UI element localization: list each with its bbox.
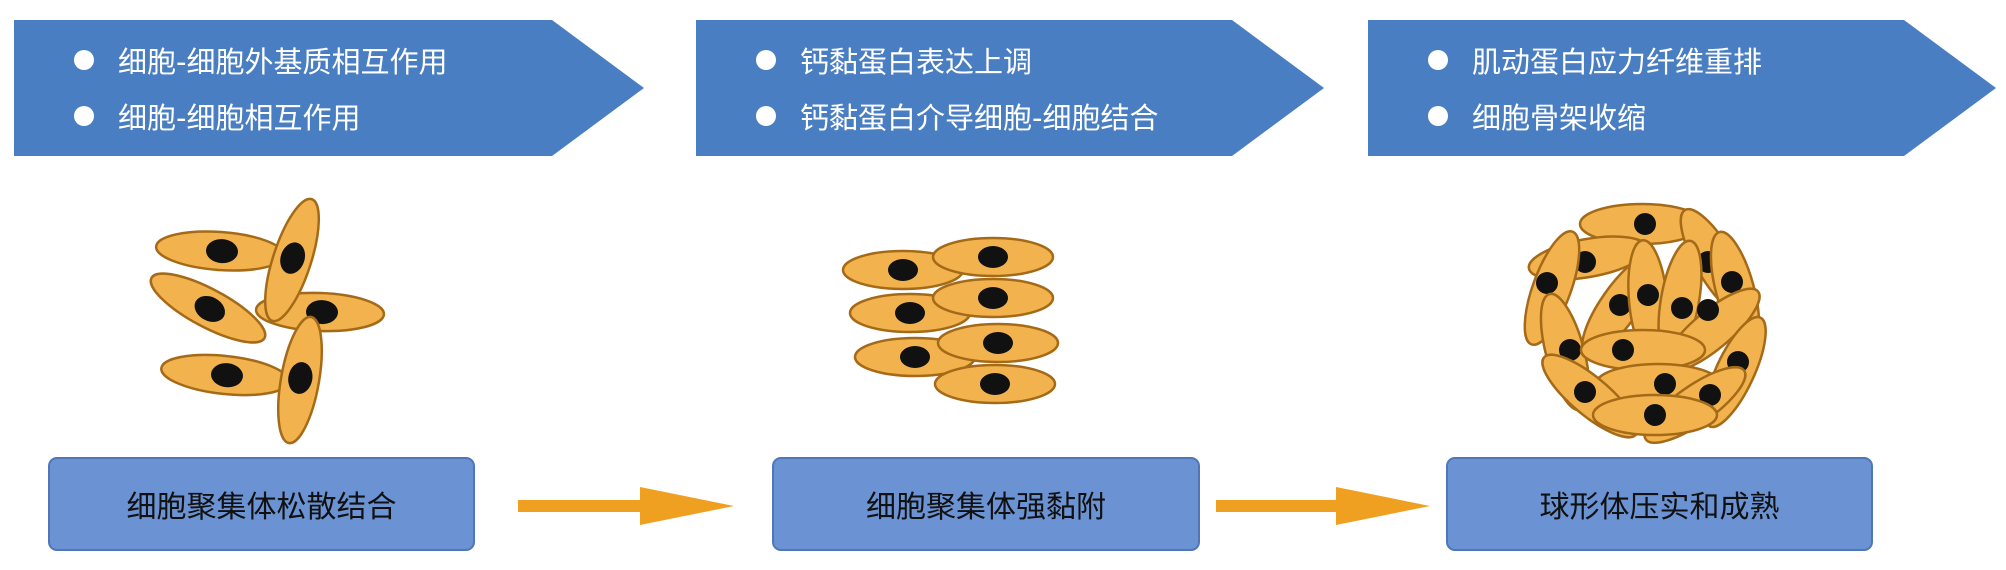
stage-1-banner: 细胞-细胞外基质相互作用 细胞-细胞相互作用 — [14, 20, 644, 156]
arrow-icon — [1216, 487, 1430, 525]
stage-2-point-2: 钙黏蛋白介导细胞-细胞结合 — [756, 92, 1158, 140]
loose-cell-aggregate — [141, 192, 386, 448]
stage-2-label-text: 细胞聚集体强黏附 — [866, 490, 1106, 525]
point-text: 细胞-细胞外基质相互作用 — [118, 45, 448, 79]
stage-3-label-text: 球形体压实和成熟 — [1539, 490, 1780, 525]
compacted-spheroid — [1523, 202, 1767, 445]
stage-2-point-1: 钙黏蛋白表达上调 — [756, 36, 1032, 84]
point-text: 钙黏蛋白介导细胞-细胞结合 — [800, 101, 1159, 135]
point-text: 钙黏蛋白表达上调 — [800, 45, 1033, 79]
cell — [936, 322, 1060, 364]
cell — [141, 259, 275, 357]
bullet-dot-icon — [1428, 50, 1448, 70]
point-text: 肌动蛋白应力纤维重排 — [1472, 45, 1763, 79]
stage-1-point-1: 细胞-细胞外基质相互作用 — [74, 36, 447, 84]
point-text: 细胞-细胞相互作用 — [118, 101, 361, 135]
stage-1-point-2: 细胞-细胞相互作用 — [74, 92, 360, 140]
cell — [931, 277, 1055, 319]
stage-3-point-2: 细胞骨架收缩 — [1428, 92, 1646, 140]
stage-1-label: 细胞聚集体松散结合 — [48, 457, 475, 551]
bullet-dot-icon — [756, 50, 776, 70]
stage-3-label: 球形体压实和成熟 — [1446, 457, 1873, 551]
adhered-cell-aggregate — [841, 236, 1060, 405]
point-text: 细胞骨架收缩 — [1472, 101, 1647, 135]
stage-2-banner: 钙黏蛋白表达上调 钙黏蛋白介导细胞-细胞结合 — [696, 20, 1324, 156]
bullet-dot-icon — [1428, 106, 1448, 126]
cell — [158, 348, 292, 402]
bullet-dot-icon — [74, 106, 94, 126]
stage-3-banner: 肌动蛋白应力纤维重排 细胞骨架收缩 — [1368, 20, 1996, 156]
bullet-dot-icon — [756, 106, 776, 126]
stage-1-label-text: 细胞聚集体松散结合 — [126, 490, 397, 525]
cell — [153, 226, 287, 276]
stage-2-label: 细胞聚集体强黏附 — [772, 457, 1200, 551]
arrow-icon — [518, 487, 734, 525]
cell — [931, 236, 1055, 278]
stage-3-point-1: 肌动蛋白应力纤维重排 — [1428, 36, 1762, 84]
cell — [933, 363, 1057, 405]
bullet-dot-icon — [74, 50, 94, 70]
